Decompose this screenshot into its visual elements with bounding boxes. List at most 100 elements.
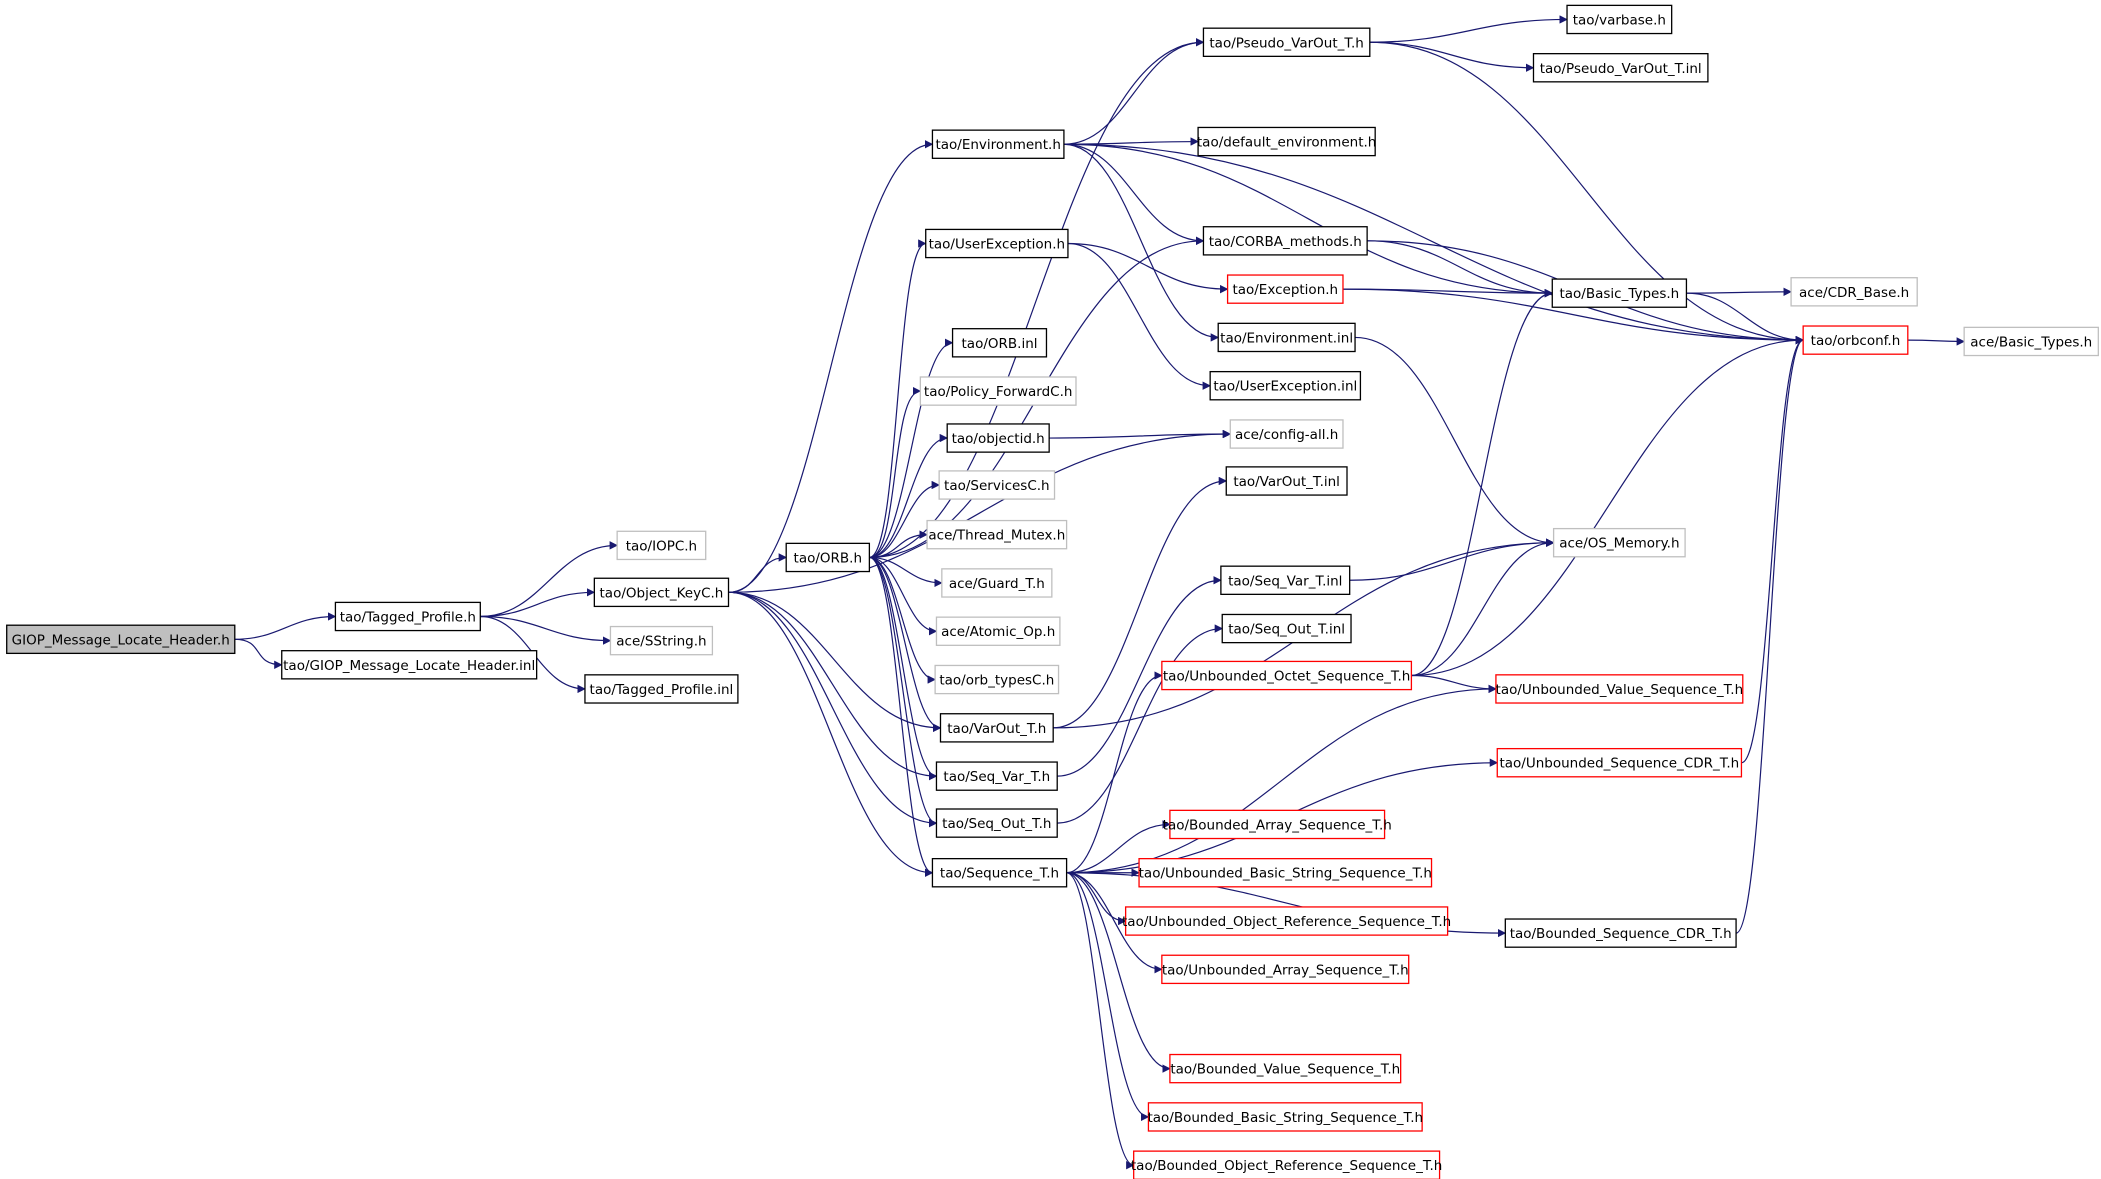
node-cdr-base-h[interactable]: ace/CDR_Base.h <box>1790 277 1918 307</box>
edge-orb_h-to-guard_t_h <box>869 556 943 588</box>
edge-seq_out_t_h-to-seq_out_t_inl <box>1057 624 1224 824</box>
node-atomic-op-h[interactable]: ace/Atomic_Op.h <box>935 616 1061 646</box>
edge-basic_types_tao-to-cdr_base_h <box>1686 287 1792 297</box>
edge-orb_h-to-seq_out_t_h <box>869 556 938 828</box>
edge-orb_h-to-orb_inl <box>869 338 954 559</box>
edge-userexception_h-to-exception_h <box>1067 242 1229 294</box>
node-unbounded-octet[interactable]: tao/Unbounded_Octet_Sequence_T.h <box>1161 660 1413 691</box>
node-box <box>935 761 1058 791</box>
node-bounded-value[interactable]: tao/Bounded_Value_Sequence_T.h <box>1169 1053 1402 1084</box>
node-default-environment-h[interactable]: tao/default_environment.h <box>1197 126 1376 157</box>
node-box <box>919 376 1077 406</box>
node-orb-inl[interactable]: tao/ORB.inl <box>951 328 1048 358</box>
node-box <box>1169 1053 1402 1084</box>
node-tagged-profile-inl[interactable]: tao/Tagged_Profile.inl <box>584 674 739 704</box>
edge-pseudo_varout_t_h-to-varbase_h <box>1369 15 1568 43</box>
edge-basic_types_tao-to-orbconf_h <box>1686 292 1804 345</box>
node-label: tao/Bounded_Sequence_CDR_T.h <box>1510 926 1732 942</box>
node-varbase-h[interactable]: tao/varbase.h <box>1566 4 1673 35</box>
node-tagged-profile-h[interactable]: tao/Tagged_Profile.h <box>334 601 481 632</box>
node-config-all-h[interactable]: ace/config-all.h <box>1229 419 1344 449</box>
node-label: ace/Thread_Mutex.h <box>928 528 1065 544</box>
node-unbounded-object-ref[interactable]: tao/Unbounded_Object_Reference_Sequence_… <box>1122 906 1451 936</box>
node-box <box>1226 274 1344 304</box>
edge-orb_h-to-policy_forwardc_h <box>869 386 922 559</box>
edge-sequence_t_h-to-unbounded_object_ref <box>1066 872 1127 926</box>
node-label: tao/Bounded_Object_Reference_Sequence_T.… <box>1131 1158 1442 1174</box>
node-box <box>616 530 707 561</box>
node-box <box>1532 53 1709 83</box>
node-label: ace/Atomic_Op.h <box>941 624 1055 640</box>
node-userexception-h[interactable]: tao/UserException.h <box>925 228 1069 259</box>
node-orb-h[interactable]: tao/ORB.h <box>785 542 871 573</box>
node-box <box>1495 674 1744 704</box>
node-pseudo-varout-t-inl[interactable]: tao/Pseudo_VarOut_T.inl <box>1532 53 1709 83</box>
node-label: tao/Seq_Out_T.h <box>942 816 1051 832</box>
node-label: tao/Seq_Out_T.inl <box>1228 622 1345 638</box>
node-label: tao/Seq_Var_T.h <box>943 769 1050 785</box>
node-giop-inl[interactable]: tao/GIOP_Message_Locate_Header.inl <box>281 650 538 680</box>
node-root[interactable]: GIOP_Message_Locate_Header.h <box>6 624 236 655</box>
node-environment-inl[interactable]: tao/Environment.inl <box>1217 322 1356 353</box>
node-box <box>1217 322 1356 353</box>
node-sstring-h[interactable]: ace/SString.h <box>609 625 714 656</box>
node-label: tao/Bounded_Array_Sequence_T.h <box>1163 817 1392 833</box>
node-label: tao/VarOut_T.inl <box>1233 474 1340 490</box>
node-iopc-h[interactable]: tao/IOPC.h <box>616 530 707 561</box>
node-thread-mutex-h[interactable]: ace/Thread_Mutex.h <box>926 519 1068 550</box>
node-seq-out-t-h[interactable]: tao/Seq_Out_T.h <box>935 808 1058 838</box>
node-bounded-sequence-cdr[interactable]: tao/Bounded_Sequence_CDR_T.h <box>1504 918 1737 948</box>
node-unbounded-value[interactable]: tao/Unbounded_Value_Sequence_T.h <box>1495 674 1744 704</box>
node-bounded-basic-string[interactable]: tao/Bounded_Basic_String_Sequence_T.h <box>1147 1102 1423 1132</box>
node-servicesc-h[interactable]: tao/ServicesC.h <box>938 470 1056 500</box>
node-unbounded-basic-string[interactable]: tao/Unbounded_Basic_String_Sequence_T.h <box>1138 857 1433 888</box>
node-guard-t-h[interactable]: ace/Guard_T.h <box>941 568 1053 598</box>
node-orb-typesc-h[interactable]: tao/orb_typesC.h <box>934 664 1060 695</box>
node-policy-forwardc-h[interactable]: tao/Policy_ForwardC.h <box>919 376 1077 406</box>
node-unbounded-sequence-cdr[interactable]: tao/Unbounded_Sequence_CDR_T.h <box>1496 747 1743 778</box>
node-box <box>926 519 1068 550</box>
node-label: tao/Unbounded_Basic_String_Sequence_T.h <box>1139 866 1432 882</box>
node-seq-out-t-inl[interactable]: tao/Seq_Out_T.inl <box>1221 613 1352 644</box>
node-environment-h[interactable]: tao/Environment.h <box>931 129 1065 159</box>
node-orbconf-h[interactable]: tao/orbconf.h <box>1802 325 1909 355</box>
node-varout-t-h[interactable]: tao/VarOut_T.h <box>939 713 1054 743</box>
node-basic-types-tao[interactable]: tao/Basic_Types.h <box>1551 278 1688 308</box>
node-corba-methods-h[interactable]: tao/CORBA_methods.h <box>1202 226 1368 256</box>
edge-tagged_profile_h-to-iopc_h <box>480 541 618 618</box>
edge-unbounded_octet-to-unbounded_value <box>1411 674 1497 694</box>
node-bounded-array[interactable]: tao/Bounded_Array_Sequence_T.h <box>1163 809 1392 840</box>
edge-environment_h-to-corba_methods_h <box>1063 143 1205 246</box>
node-label: tao/Pseudo_VarOut_T.h <box>1209 35 1363 51</box>
node-label: tao/Unbounded_Value_Sequence_T.h <box>1496 682 1744 698</box>
edge-pseudo_varout_t_h-to-pseudo_varout_t_inl <box>1369 41 1535 72</box>
node-box <box>951 328 1048 358</box>
node-box <box>785 542 871 573</box>
edge-sequence_t_h-to-bounded_array <box>1066 820 1171 874</box>
edge-corba_methods_h-to-basic_types_tao <box>1367 240 1554 298</box>
node-seq-var-t-inl[interactable]: tao/Seq_Var_T.inl <box>1220 565 1351 595</box>
edge-exception_h-to-orbconf_h <box>1342 288 1804 345</box>
node-exception-h[interactable]: tao/Exception.h <box>1226 274 1344 304</box>
edge-environment_h-to-basic_types_tao <box>1063 143 1554 298</box>
node-os-memory-h[interactable]: ace/OS_Memory.h <box>1552 527 1686 558</box>
node-label: tao/Object_KeyC.h <box>600 585 724 601</box>
node-box <box>1802 325 1909 355</box>
node-label: tao/varbase.h <box>1573 12 1666 28</box>
node-box <box>1790 277 1918 307</box>
node-bounded-object-ref[interactable]: tao/Bounded_Object_Reference_Sequence_T.… <box>1131 1150 1442 1179</box>
node-object-keyc-h[interactable]: tao/Object_KeyC.h <box>593 577 730 608</box>
node-varout-t-inl[interactable]: tao/VarOut_T.inl <box>1225 466 1348 496</box>
edge-orb_h-to-servicesc_h <box>869 480 940 559</box>
node-seq-var-t-h[interactable]: tao/Seq_Var_T.h <box>935 761 1058 791</box>
node-basic-types-ace[interactable]: ace/Basic_Types.h <box>1963 326 2099 357</box>
nodes-layer: GIOP_Message_Locate_Header.h tao/Tagged_P… <box>6 4 2099 1179</box>
node-pseudo-varout-t-h[interactable]: tao/Pseudo_VarOut_T.h <box>1202 27 1371 57</box>
node-label: ace/config-all.h <box>1235 427 1338 443</box>
node-objectid-h[interactable]: tao/objectid.h <box>946 423 1050 453</box>
node-userexception-inl[interactable]: tao/UserException.inl <box>1209 370 1362 401</box>
node-sequence-t-h[interactable]: tao/Sequence_T.h <box>931 857 1068 888</box>
edge-varout_t_h-to-varout_t_inl <box>1053 476 1228 729</box>
node-box <box>1963 326 2099 357</box>
node-unbounded-array[interactable]: tao/Unbounded_Array_Sequence_T.h <box>1161 954 1410 985</box>
